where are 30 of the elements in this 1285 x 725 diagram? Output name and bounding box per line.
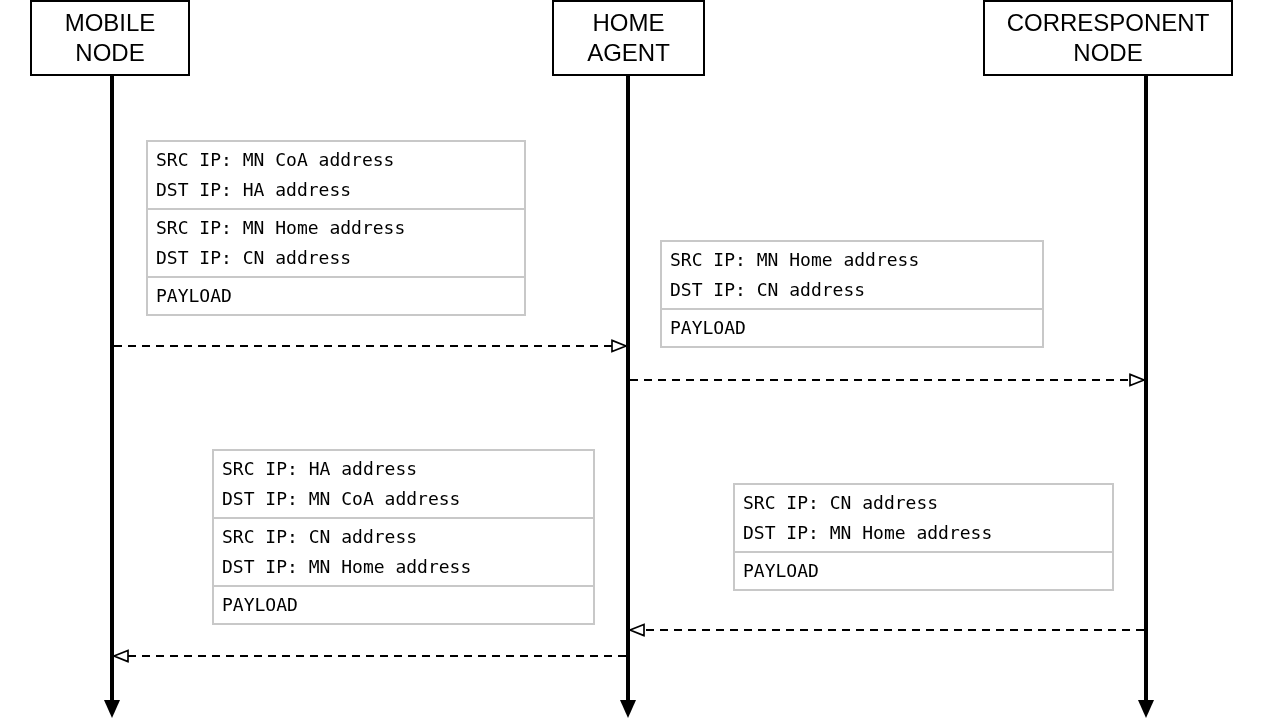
packet-box bbox=[733, 483, 1114, 591]
message-arrow bbox=[113, 339, 627, 353]
packet-box bbox=[146, 140, 526, 316]
address-field: SRC IP: MN CoA address bbox=[156, 145, 516, 175]
participant-box bbox=[30, 0, 190, 76]
address-field: SRC IP: HA address bbox=[222, 454, 585, 484]
payload-label: PAYLOAD bbox=[222, 593, 299, 617]
address-field: DST IP: MN Home address bbox=[222, 552, 585, 582]
address-field: DST IP: CN address bbox=[156, 243, 516, 273]
address-field: DST IP: MN Home address bbox=[743, 518, 1104, 548]
address-field: DST IP: MN CoA address bbox=[222, 484, 585, 514]
address-field: SRC IP: MN Home address bbox=[156, 213, 516, 243]
payload-label: PAYLOAD bbox=[670, 316, 747, 340]
packet-box bbox=[212, 449, 595, 625]
address-field: SRC IP: MN Home address bbox=[670, 245, 1034, 275]
participant-name: MOBILE NODE bbox=[63, 8, 157, 68]
address-field: SRC IP: CN address bbox=[743, 488, 1104, 518]
message-arrow bbox=[113, 649, 627, 663]
participant-name: CORRESPONENT NODE bbox=[1005, 8, 1211, 68]
payload-label: PAYLOAD bbox=[743, 559, 820, 583]
payload-label: PAYLOAD bbox=[156, 284, 233, 308]
participant-box bbox=[983, 0, 1233, 76]
message-arrow bbox=[629, 623, 1145, 637]
address-field: SRC IP: CN address bbox=[222, 522, 585, 552]
participant-name: HOME AGENT bbox=[586, 8, 671, 68]
packet-box bbox=[660, 240, 1044, 348]
participant-box bbox=[552, 0, 705, 76]
message-arrow bbox=[629, 373, 1145, 387]
address-field: DST IP: HA address bbox=[156, 175, 516, 205]
address-field: DST IP: CN address bbox=[670, 275, 1034, 305]
